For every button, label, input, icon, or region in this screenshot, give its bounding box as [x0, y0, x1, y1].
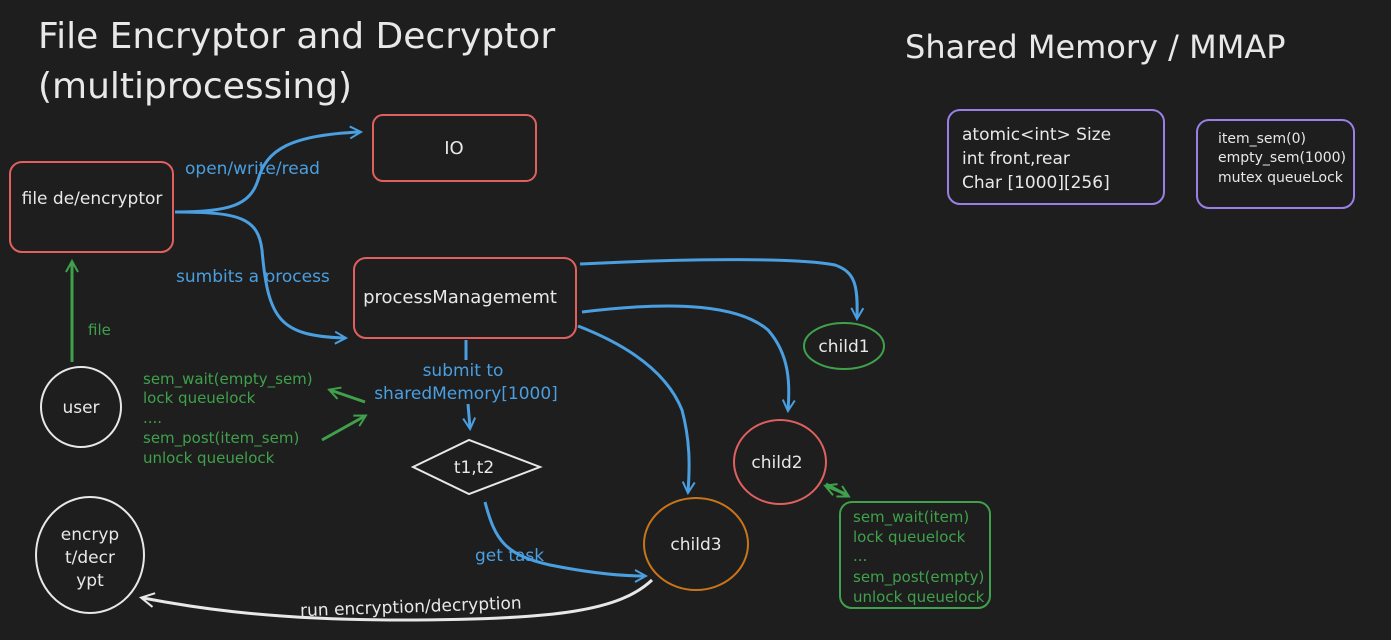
- edge-process-to-child2: [581, 304, 789, 410]
- threads-diamond: [410, 438, 543, 496]
- encrypt-label-line-2: t/decr: [65, 548, 115, 568]
- process-management-box: [353, 257, 577, 339]
- edge-process-to-child1: [579, 258, 857, 318]
- consumer-note-5: unlock queuelock: [853, 588, 985, 606]
- semaphore-box: [1196, 119, 1355, 209]
- encrypt-label-line-3: ypt: [76, 571, 104, 591]
- producer-note-3: ....: [143, 409, 162, 427]
- edge-child3-to-encrypt: [143, 578, 654, 622]
- encrypt-label-line-1: encryp: [61, 525, 119, 545]
- shared-memory-line-2: int front,rear: [962, 149, 1070, 169]
- label-submits-process: sumbits a process: [176, 267, 330, 287]
- process-management-label: processManagememt: [363, 287, 557, 308]
- shared-memory-line-1: atomic<int> Size: [962, 125, 1111, 145]
- consumer-note-1: sem_wait(item): [853, 508, 969, 527]
- label-file: file: [88, 321, 111, 339]
- producer-note-2: lock queuelock: [143, 389, 256, 407]
- child3-node: [643, 497, 749, 591]
- title-line-2: (multiprocessing): [38, 66, 352, 107]
- file-encryptor-label: file de/encryptor: [22, 189, 163, 209]
- label-open-write-read: open/write/read: [185, 159, 320, 179]
- child2-node: [733, 419, 827, 505]
- shared-memory-line-3: Char [1000][256]: [962, 173, 1110, 193]
- threads-label: t1,t2: [454, 458, 494, 478]
- edge-file-to-process: [174, 210, 345, 338]
- user-label: user: [62, 398, 99, 418]
- edge-producer-down: [321, 416, 365, 442]
- semaphore-line-2: empty_sem(1000): [1218, 150, 1346, 166]
- producer-note-5: unlock queuelock: [143, 449, 275, 467]
- edge-file-to-io: [174, 132, 360, 214]
- shared-memory-box: [947, 109, 1165, 205]
- child1-node: [803, 322, 885, 370]
- consumer-notes-box: [839, 501, 991, 609]
- child3-label: child3: [670, 535, 721, 555]
- consumer-note-4: sem_post(empty): [853, 568, 984, 587]
- edge-submit-to-threads: [468, 403, 470, 428]
- consumer-note-3: ...: [853, 547, 867, 565]
- edge-producer-up: [330, 390, 366, 404]
- consumer-note-2: lock queuelock: [853, 528, 966, 546]
- label-shared-memory: sharedMemory[1000]: [374, 384, 558, 404]
- semaphore-line-1: item_sem(0): [1218, 131, 1306, 147]
- edge-threads-to-child3: [483, 501, 645, 576]
- child1-label: child1: [818, 337, 869, 357]
- label-submit-to: submit to: [423, 361, 504, 381]
- child2-label: child2: [751, 453, 802, 473]
- producer-note-4: sem_post(item_sem): [143, 429, 299, 448]
- file-encryptor-box: [9, 161, 174, 253]
- io-box: [372, 114, 537, 182]
- io-label: IO: [444, 138, 463, 159]
- semaphore-line-3: mutex queueLock: [1218, 170, 1344, 186]
- encrypt-decrypt-node: [35, 496, 145, 614]
- user-node: [40, 366, 122, 448]
- edge-notes-to-child2: [826, 486, 847, 494]
- producer-note-1: sem_wait(empty_sem): [143, 370, 313, 389]
- edge-process-to-child3: [577, 324, 689, 492]
- shared-memory-title: Shared Memory / MMAP: [905, 28, 1286, 66]
- label-get-task: get task: [475, 546, 544, 566]
- title-line-1: File Encryptor and Decryptor: [38, 16, 555, 57]
